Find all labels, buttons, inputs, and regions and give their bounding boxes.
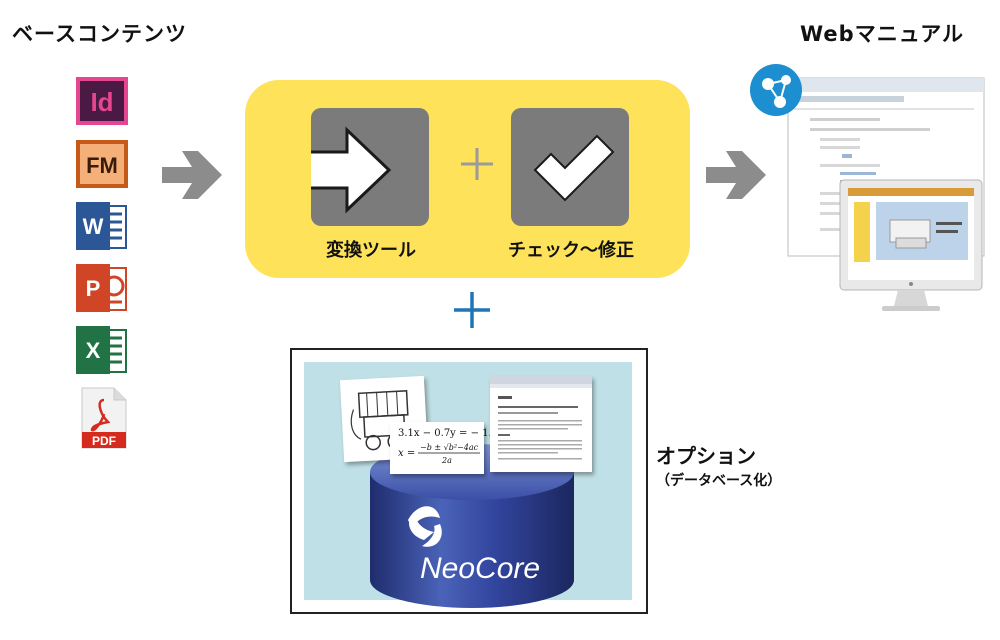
plus-icon [461, 148, 493, 180]
svg-text:P: P [86, 276, 101, 301]
check-fix-label: チェック～修正 [508, 240, 634, 261]
svg-text:2a: 2a [441, 456, 452, 465]
framemaker-icon: FM [76, 140, 128, 188]
pdf-icon: PDF [81, 387, 127, 449]
convert-arrow-icon [303, 126, 392, 214]
formula-line-1: 3.1x − 0.7y = − 1.1 [398, 428, 499, 439]
word-icon: W [76, 202, 127, 250]
document-window-card [490, 376, 592, 472]
formula-card: 3.1x − 0.7y = − 1.1 x = −b ± √b²−4ac 2a [390, 422, 499, 474]
check-tile [511, 108, 629, 226]
svg-text:Id: Id [90, 87, 113, 117]
excel-icon: X [76, 326, 127, 374]
checkmark-icon [533, 134, 615, 202]
database-option-frame: NeoCore 3.1x − 0.7y = − 1.1 x = −b ± √b²… [290, 348, 648, 614]
web-manual-illustration [750, 64, 985, 311]
svg-text:FM: FM [86, 153, 118, 178]
indesign-icon: Id [76, 77, 128, 125]
web-manual-heading: Webマニュアル [800, 22, 965, 46]
svg-text:−b ± √b²−4ac: −b ± √b²−4ac [420, 443, 479, 452]
globe-icon [750, 64, 802, 116]
document-window-graphic [490, 376, 592, 460]
svg-text:X: X [86, 338, 101, 363]
convert-tool-tile [303, 108, 429, 226]
arrow-right-icon [162, 151, 222, 199]
monitor-icon [839, 179, 983, 311]
svg-text:W: W [83, 214, 104, 239]
engine-drawing-card [339, 375, 429, 463]
neocore-label: NeoCore [420, 552, 540, 585]
svg-text:PDF: PDF [92, 434, 116, 448]
option-title: オプション [656, 444, 756, 468]
convert-tool-label: 変換ツール [326, 240, 416, 261]
engine-drawing-icon [350, 389, 409, 451]
svg-text:x =: x = [398, 448, 415, 459]
quadratic-formula-graphic: x = −b ± √b²−4ac 2a [398, 443, 480, 465]
base-content-heading: ベースコンテンツ [12, 22, 187, 46]
process-panel: 変換ツール チェック～修正 [245, 80, 690, 278]
arrow-right-icon [706, 151, 766, 199]
neocore-logo-icon [408, 506, 442, 547]
option-subtitle: （データベース化） [656, 473, 782, 489]
powerpoint-icon: P [76, 264, 127, 312]
database-background: NeoCore 3.1x − 0.7y = − 1.1 x = −b ± √b²… [304, 362, 632, 608]
big-plus-icon [454, 292, 490, 328]
